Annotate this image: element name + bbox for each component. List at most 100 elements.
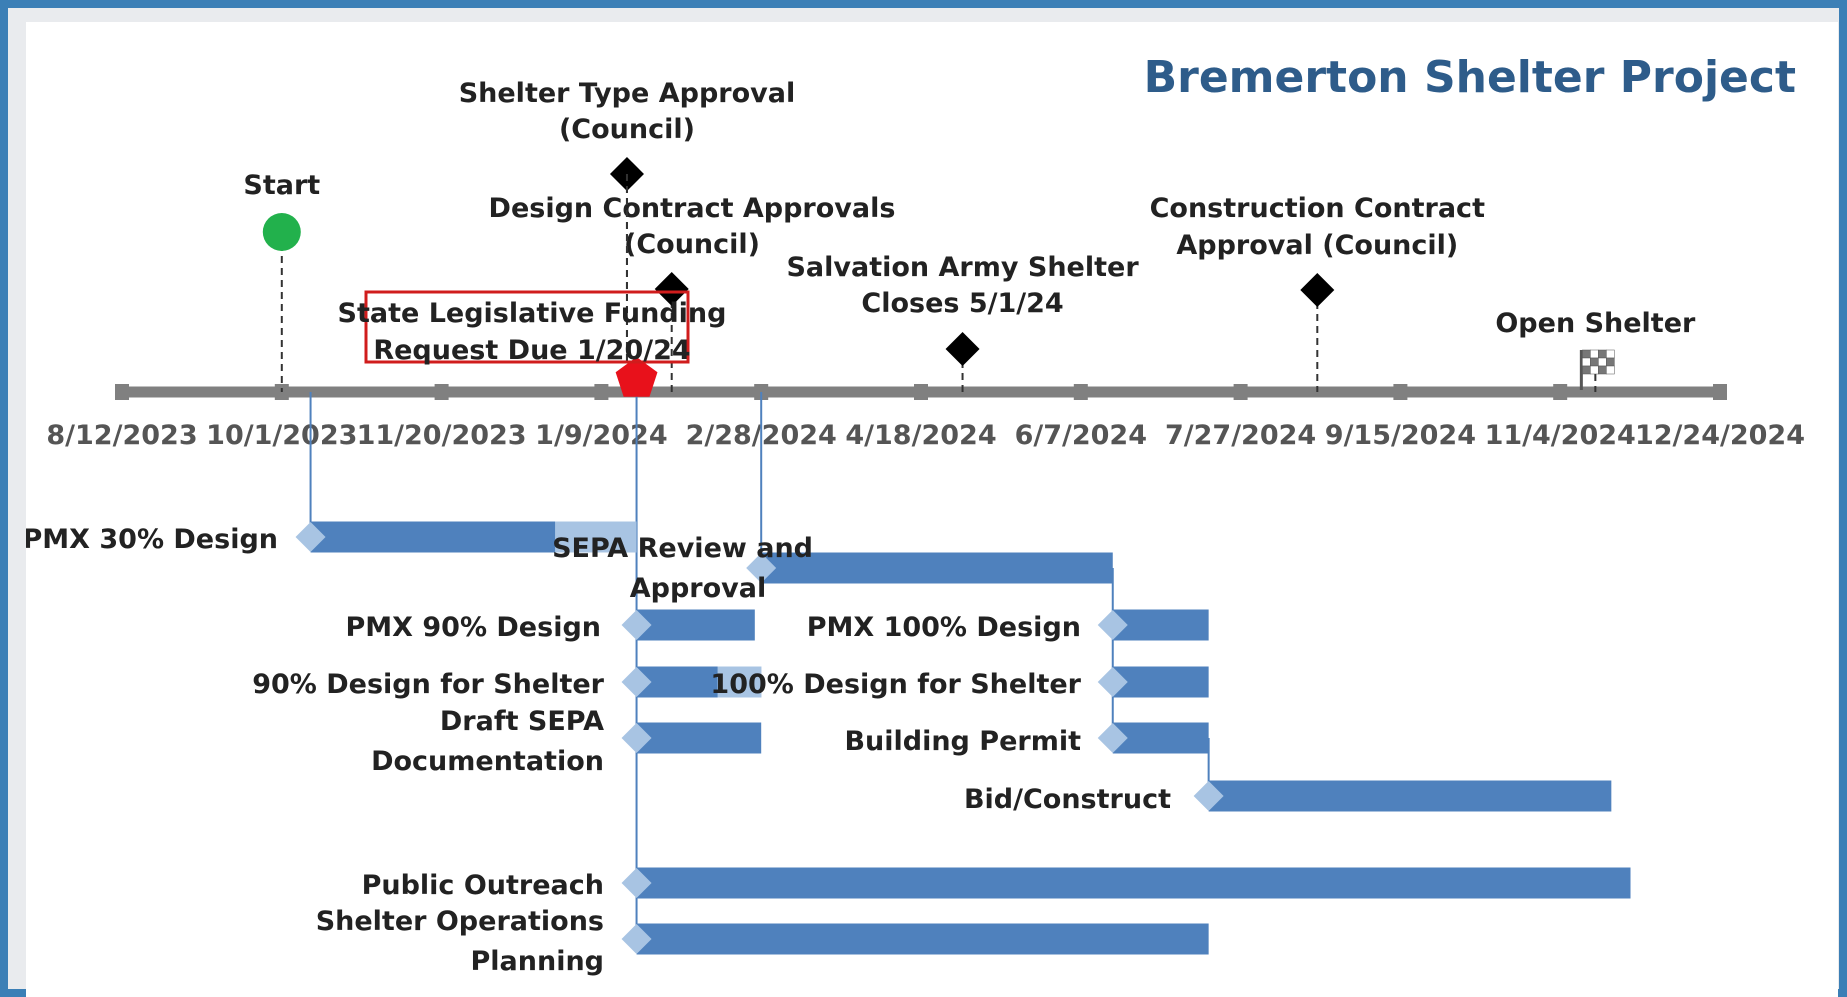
axis-tick-label: 7/27/2024 (1165, 420, 1316, 451)
task-bar (636, 722, 762, 754)
milestone-label: Design Contract Approvals (489, 193, 896, 224)
task-label: Planning (470, 946, 604, 977)
milestone-marker-pentagon (615, 357, 658, 397)
task-start-marker (621, 868, 652, 898)
flag-check (1590, 349, 1599, 359)
axis-tick-mark (115, 384, 129, 400)
flag-check (1598, 365, 1607, 375)
task-label: PMX 90% Design (346, 612, 602, 643)
task-label: Shelter Operations (316, 906, 604, 937)
milestone-label: Request Due 1/20/24 (373, 335, 690, 366)
axis-tick-mark (1393, 384, 1408, 400)
task-bid-construct: Bid/Construct (964, 780, 1612, 815)
milestone-label: Closes 5/1/24 (861, 288, 1063, 319)
flag-check (1606, 357, 1615, 367)
task-bar (636, 923, 1209, 955)
chart-title: Bremerton Shelter Project (1143, 52, 1796, 103)
milestone-marker-diamond (1300, 273, 1335, 307)
task-bar (1112, 609, 1209, 641)
milestone-label: Start (243, 170, 320, 201)
axis-tick-mark (1233, 384, 1248, 400)
task-label: PMX 30% Design (26, 524, 278, 555)
axis-tick-mark (434, 384, 449, 400)
milestone-label: Open Shelter (1495, 308, 1696, 339)
task-start-marker (746, 553, 777, 583)
axis-tick-label: 10/1/2023 (206, 420, 357, 451)
flag-check (1598, 349, 1607, 359)
task-label: Public Outreach (362, 870, 604, 901)
flag-check (1598, 357, 1607, 367)
axis-tick-label: 12/24/2024 (1635, 420, 1805, 451)
task-public-outreach: Public Outreach (362, 867, 1631, 901)
task-start-marker (295, 522, 326, 552)
task-start-marker (1097, 723, 1128, 753)
task-label: 90% Design for Shelter (252, 669, 604, 700)
axis-tick-mark (594, 384, 609, 400)
milestone-label: Salvation Army Shelter (786, 252, 1139, 283)
axis-tick-mark (1073, 384, 1088, 400)
axis-tick-mark (1713, 384, 1727, 400)
task-start-marker (621, 667, 652, 697)
task-building-permit: Building Permit (844, 722, 1209, 757)
flag-check (1582, 349, 1591, 359)
task-bar (636, 609, 755, 641)
milestone-marker-circle (262, 213, 301, 251)
task-pmx-30-design: PMX 30% Design (26, 521, 637, 555)
milestone-marker-diamond (945, 332, 980, 366)
milestone-open-shelter: Open Shelter (1495, 308, 1696, 392)
task-start-marker (621, 610, 652, 640)
axis-tick-mark (1553, 384, 1568, 400)
axis-tick-label: 9/15/2024 (1325, 420, 1476, 451)
flag-check (1582, 357, 1591, 367)
task-label: SEPA Review and (552, 533, 813, 564)
axis-tick-mark (914, 384, 928, 400)
milestone-label: Construction Contract (1150, 193, 1485, 224)
task-100-design-for-shelter: 100% Design for Shelter (710, 666, 1209, 700)
task-start-marker (1097, 610, 1128, 640)
flag-check (1590, 365, 1599, 375)
task-pmx-100-design: PMX 100% Design (807, 609, 1209, 643)
task-bar (1208, 780, 1612, 812)
task-bar (1112, 666, 1209, 698)
task-label: PMX 100% Design (807, 612, 1081, 643)
task-start-marker (1193, 781, 1224, 811)
flag-check (1590, 357, 1599, 367)
milestone-label: Approval (Council) (1176, 230, 1458, 261)
milestone-label: Shelter Type Approval (459, 78, 796, 109)
task-bar (761, 552, 1113, 584)
axis-tick-label: 11/4/2024 (1485, 420, 1636, 451)
task-label: 100% Design for Shelter (710, 669, 1081, 700)
axis-tick-label: 4/18/2024 (845, 420, 996, 451)
flag-check (1606, 365, 1615, 375)
milestone-shelter-type-approval-council: Shelter Type Approval (Council) (459, 78, 796, 392)
milestone-label: State Legislative Funding (338, 298, 727, 329)
task-label: Approval (630, 573, 767, 604)
flag-check (1606, 349, 1615, 359)
task-start-marker (621, 924, 652, 954)
task-label: Building Permit (844, 726, 1081, 757)
axis-tick-label: 1/9/2024 (535, 420, 667, 451)
flag-check (1582, 365, 1591, 375)
axis-tick-label: 6/7/2024 (1015, 420, 1147, 451)
task-start-marker (621, 723, 652, 753)
task-label: Documentation (371, 746, 604, 777)
task-90-design-for-shelter: 90% Design for Shelter (252, 666, 762, 700)
task-bar (636, 867, 1631, 899)
milestone-label: (Council) (624, 229, 760, 260)
milestone-start: Start (243, 170, 320, 392)
milestone-label: (Council) (559, 114, 695, 145)
task-bar-progress (555, 521, 637, 553)
task-pmx-90-design: PMX 90% Design (346, 609, 755, 643)
task-start-marker (1097, 667, 1128, 697)
task-bar (1112, 722, 1209, 754)
milestone-marker-diamond (654, 272, 689, 306)
